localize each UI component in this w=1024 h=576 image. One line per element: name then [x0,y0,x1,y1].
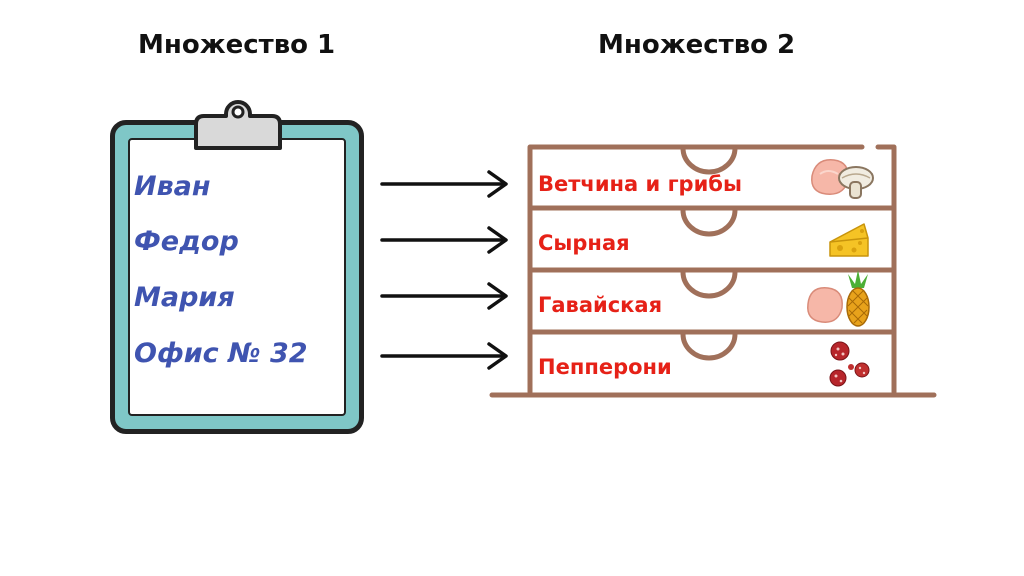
clipboard-paper [128,138,346,416]
cheese-icon [829,223,869,257]
set-2-item: Гавайская [538,293,663,317]
arrow-1 [380,170,508,198]
pepperoni-icon [829,341,870,387]
pizza-box-stack [489,144,937,398]
set-1-item: Иван [134,171,211,202]
ham-pineapple-icon [807,270,870,327]
set-2-item: Сырная [538,231,630,255]
ham-mushroom-icon [811,159,874,199]
clipboard-clip-icon [194,100,282,150]
set-2-item: Пепперони [538,355,672,379]
set-1-item: Офис № 32 [134,338,308,369]
arrow-3 [380,282,508,310]
set-1-title: Множество 1 [138,30,336,60]
set-2-item: Ветчина и грибы [538,172,742,196]
set-1-item: Мария [134,282,235,313]
arrow-4 [380,342,508,370]
clipboard [110,120,364,434]
arrow-2 [380,226,508,254]
mapping-arrows [380,170,508,370]
set-1-item: Федор [134,226,239,257]
set-2-title: Множество 2 [598,30,796,60]
